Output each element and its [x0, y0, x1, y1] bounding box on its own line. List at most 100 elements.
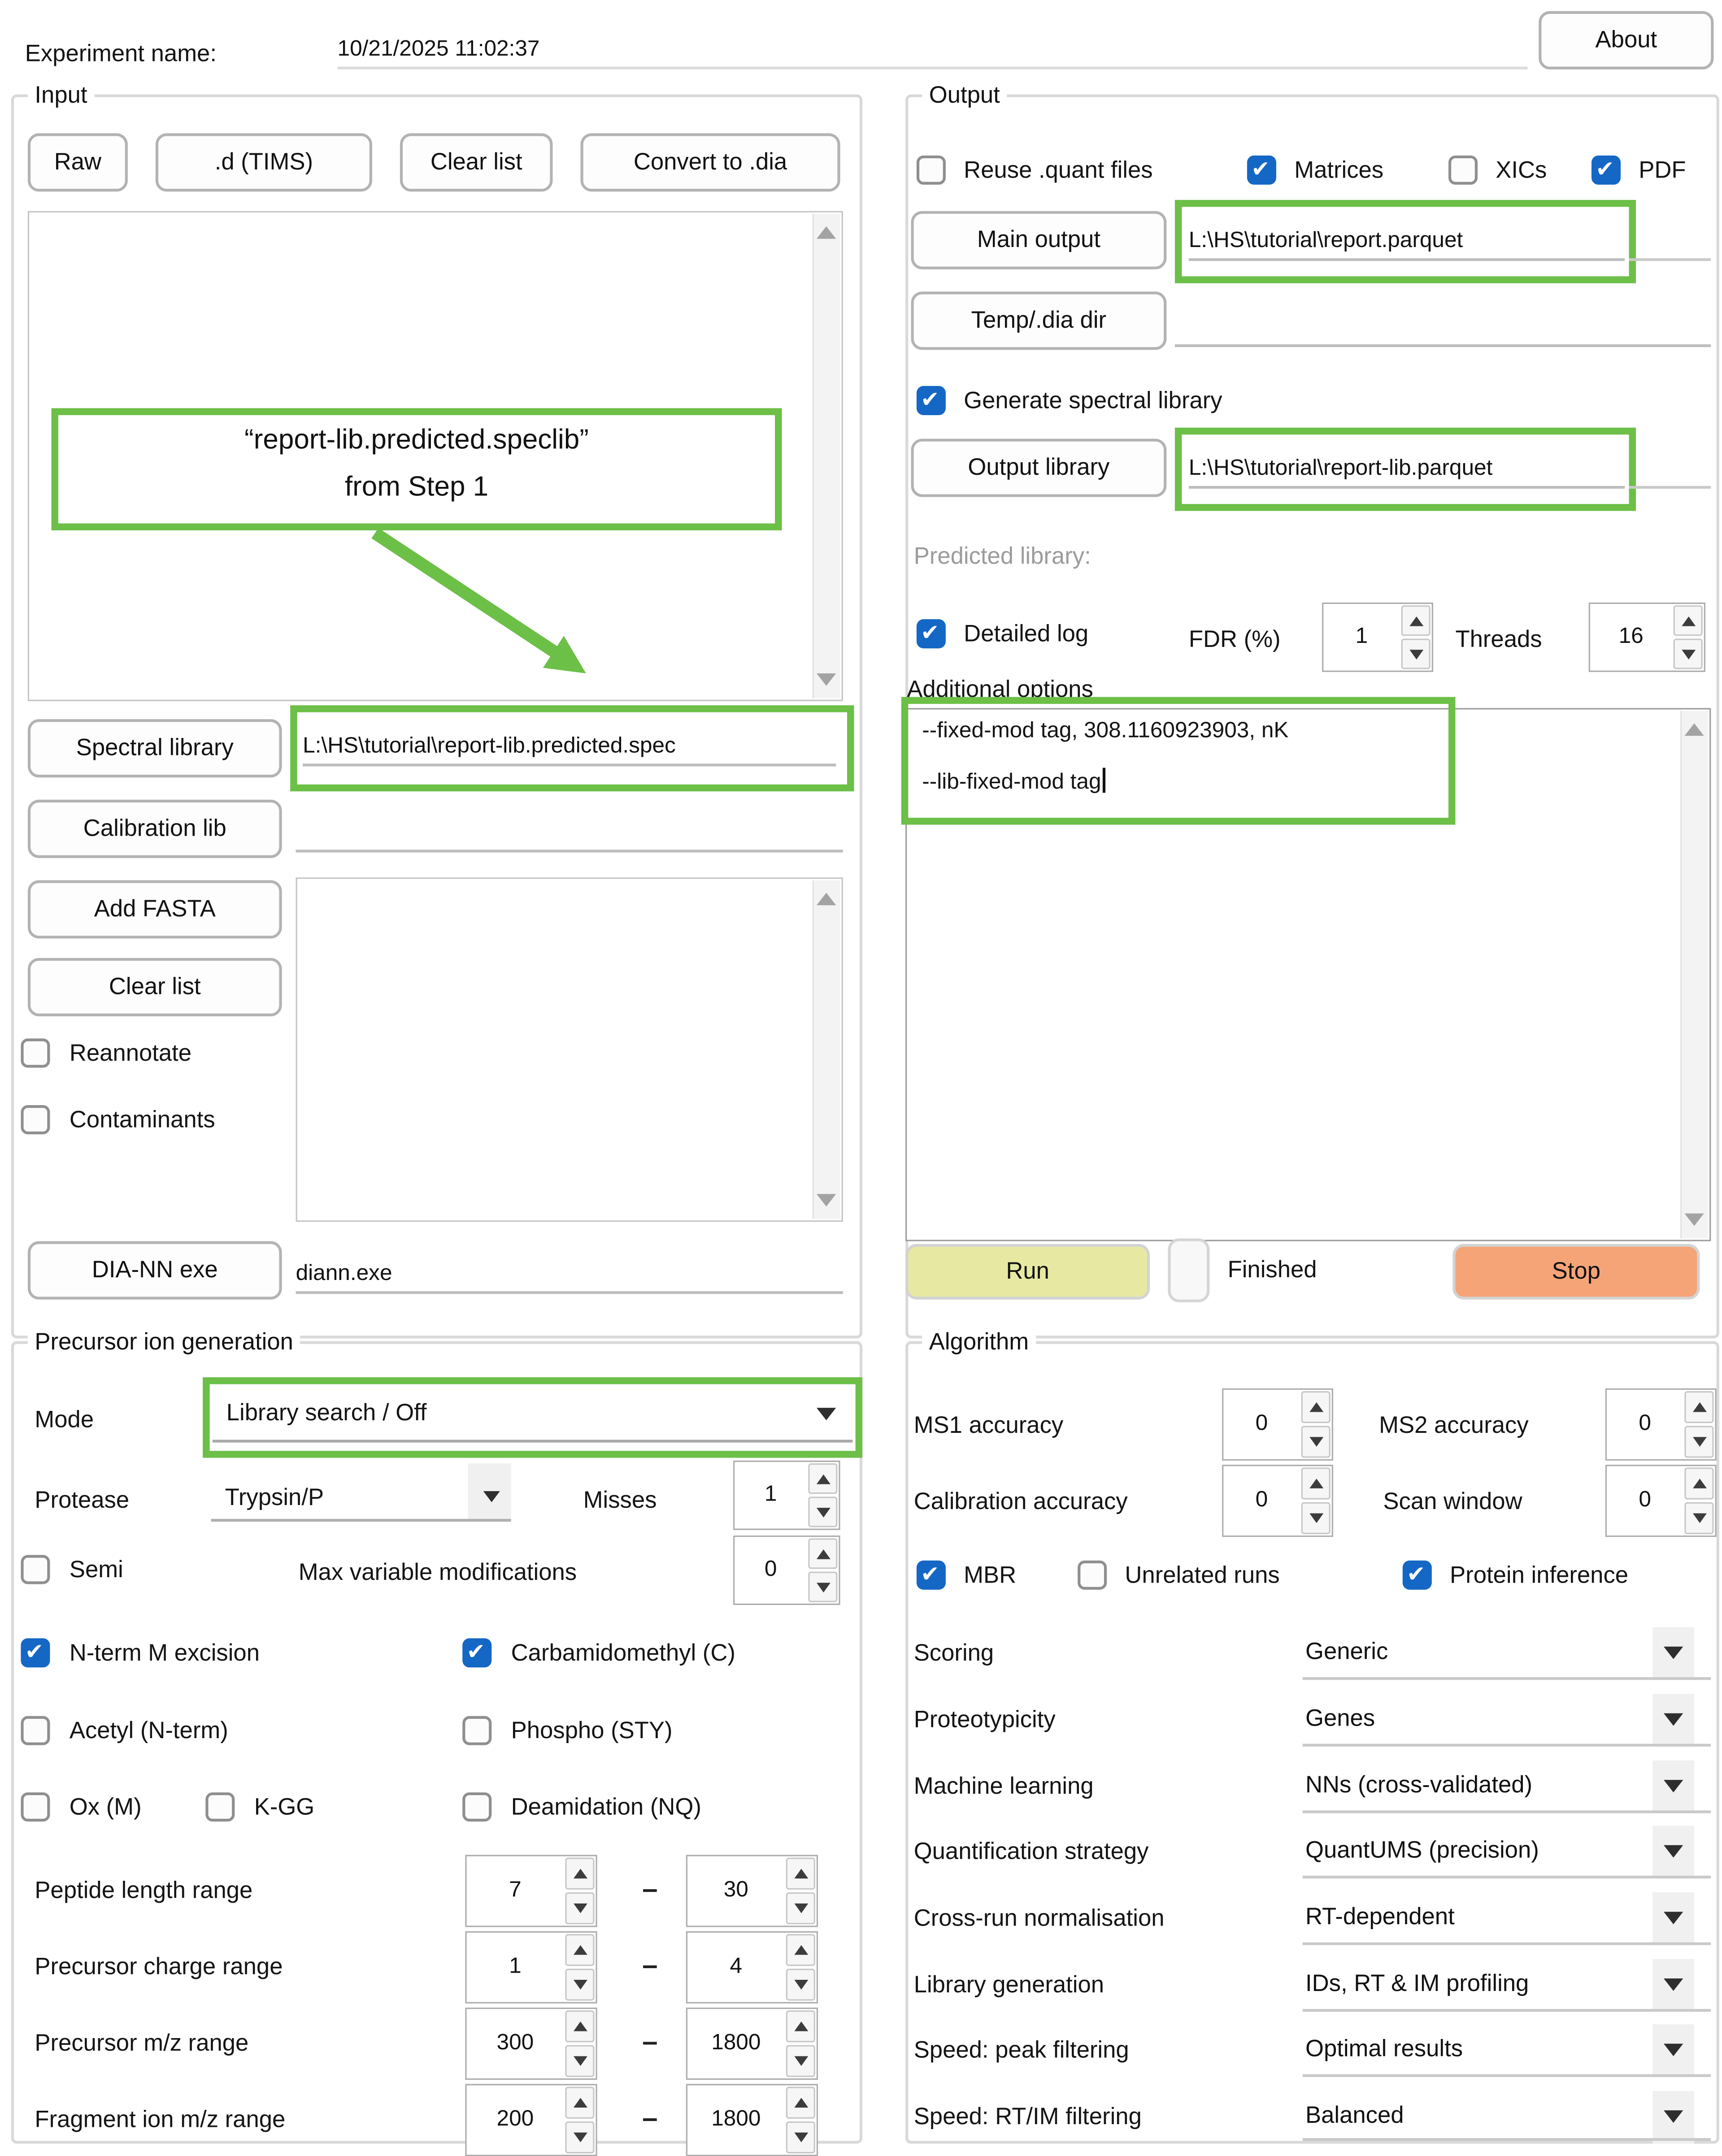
fasta-files-scrollbar[interactable]: [812, 880, 840, 1219]
spectral-library-input[interactable]: L:\HS\tutorial\report-lib.predicted.spec: [303, 722, 836, 767]
output-library-input[interactable]: L:\HS\tutorial\report-lib.parquet: [1188, 444, 1625, 489]
spinner-up-icon[interactable]: [786, 2087, 815, 2119]
spinner-up-icon[interactable]: [808, 1463, 838, 1494]
protein-inference-checkbox[interactable]: [1402, 1560, 1432, 1590]
threads-spinner[interactable]: 16: [1588, 603, 1705, 672]
library-generation-value[interactable]: IDs, RT & IM profiling: [1305, 1970, 1529, 1997]
fasta-files-list[interactable]: [296, 877, 843, 1222]
scoring-value[interactable]: Generic: [1305, 1638, 1388, 1665]
mode-dropdown[interactable]: Library search / Off: [212, 1387, 853, 1443]
spinner-down-icon[interactable]: [1401, 638, 1431, 669]
calibration-accuracy-spinner[interactable]: 0: [1222, 1465, 1333, 1537]
precursor-mz-min-spinner[interactable]: 300: [465, 2007, 597, 2080]
spinner-up-icon[interactable]: [565, 1857, 595, 1890]
diann-exe-button[interactable]: DIA-NN exe: [27, 1241, 282, 1300]
phospho-checkbox[interactable]: [462, 1716, 492, 1745]
xics-checkbox[interactable]: [1448, 155, 1478, 185]
scroll-up-icon[interactable]: [816, 226, 836, 239]
spinner-up-icon[interactable]: [808, 1538, 838, 1569]
spinner-down-icon[interactable]: [1684, 1426, 1714, 1458]
run-button[interactable]: Run: [905, 1244, 1150, 1300]
spinner-down-icon[interactable]: [786, 2121, 815, 2154]
main-output-input[interactable]: L:\HS\tutorial\report.parquet: [1188, 217, 1625, 261]
spinner-up-icon[interactable]: [1301, 1467, 1331, 1500]
reannotate-checkbox[interactable]: [21, 1038, 50, 1068]
generate-spectral-library-checkbox[interactable]: [916, 386, 946, 415]
contaminants-checkbox[interactable]: [21, 1105, 50, 1135]
calibration-lib-input[interactable]: [296, 805, 843, 853]
fragment-mz-max-spinner[interactable]: 1800: [686, 2084, 818, 2156]
max-var-mods-spinner[interactable]: 0: [733, 1536, 840, 1605]
ms1-accuracy-spinner[interactable]: 0: [1222, 1388, 1333, 1461]
spinner-down-icon[interactable]: [786, 1892, 815, 1925]
spinner-up-icon[interactable]: [1673, 605, 1703, 636]
carbamidomethyl-checkbox[interactable]: [462, 1638, 492, 1668]
reuse-quant-checkbox[interactable]: [916, 155, 946, 185]
pdf-checkbox[interactable]: [1591, 155, 1621, 185]
unrelated-runs-checkbox[interactable]: [1078, 1560, 1107, 1590]
spinner-down-icon[interactable]: [565, 1892, 595, 1925]
spinner-down-icon[interactable]: [565, 2045, 595, 2077]
detailed-log-checkbox[interactable]: [916, 619, 946, 649]
precursor-charge-max-spinner[interactable]: 4: [686, 1931, 818, 2004]
temp-dir-button[interactable]: Temp/.dia dir: [911, 291, 1167, 350]
fdr-spinner[interactable]: 1: [1322, 603, 1433, 672]
calibration-lib-button[interactable]: Calibration lib: [27, 799, 282, 858]
spinner-down-icon[interactable]: [565, 2121, 595, 2154]
spinner-up-icon[interactable]: [1401, 605, 1431, 636]
spinner-down-icon[interactable]: [786, 1969, 815, 2001]
spinner-up-icon[interactable]: [1301, 1391, 1331, 1423]
scroll-up-icon[interactable]: [1684, 723, 1704, 736]
scroll-down-icon[interactable]: [816, 673, 836, 686]
peptide-length-max-spinner[interactable]: 30: [686, 1855, 818, 1927]
about-button[interactable]: About: [1539, 11, 1714, 69]
diann-exe-input[interactable]: diann.exe: [296, 1247, 843, 1294]
stop-button[interactable]: Stop: [1452, 1244, 1700, 1300]
scroll-down-icon[interactable]: [1684, 1213, 1704, 1226]
cross-run-normalisation-value[interactable]: RT-dependent: [1305, 1903, 1455, 1930]
protease-dropdown[interactable]: Trypsin/P: [211, 1469, 511, 1522]
precursor-charge-min-spinner[interactable]: 1: [465, 1931, 597, 2004]
raw-button[interactable]: Raw: [27, 133, 128, 192]
nterm-m-excision-checkbox[interactable]: [21, 1638, 50, 1668]
spinner-down-icon[interactable]: [786, 2045, 815, 2077]
precursor-mz-max-spinner[interactable]: 1800: [686, 2007, 818, 2080]
ms2-accuracy-spinner[interactable]: 0: [1605, 1388, 1717, 1461]
spectral-library-button[interactable]: Spectral library: [27, 719, 282, 778]
spinner-up-icon[interactable]: [1684, 1467, 1714, 1500]
spinner-up-icon[interactable]: [786, 1934, 815, 1966]
convert-to-dia-button[interactable]: Convert to .dia: [580, 133, 840, 192]
spinner-up-icon[interactable]: [565, 2087, 595, 2119]
speed-peak-filtering-value[interactable]: Optimal results: [1305, 2035, 1463, 2062]
spinner-up-icon[interactable]: [565, 1934, 595, 1966]
d-tims-button[interactable]: .d (TIMS): [155, 133, 372, 192]
spinner-down-icon[interactable]: [808, 1497, 838, 1527]
spinner-up-icon[interactable]: [1684, 1391, 1714, 1423]
raw-files-scrollbar[interactable]: [812, 213, 840, 698]
additional-options-textarea[interactable]: [905, 708, 1711, 1241]
spinner-down-icon[interactable]: [1684, 1502, 1714, 1534]
experiment-name-input[interactable]: 10/21/2025 11:02:37: [337, 28, 1528, 69]
fragment-mz-min-spinner[interactable]: 200: [465, 2084, 597, 2156]
matrices-checkbox[interactable]: [1247, 155, 1276, 185]
scroll-down-icon[interactable]: [816, 1194, 836, 1207]
scan-window-spinner[interactable]: 0: [1605, 1465, 1717, 1537]
spinner-up-icon[interactable]: [565, 2010, 595, 2043]
main-output-button[interactable]: Main output: [911, 211, 1167, 269]
speed-rtim-filtering-value[interactable]: Balanced: [1305, 2102, 1404, 2129]
add-fasta-button[interactable]: Add FASTA: [27, 880, 282, 939]
scroll-up-icon[interactable]: [816, 893, 836, 906]
kgg-checkbox[interactable]: [205, 1792, 235, 1822]
spinner-down-icon[interactable]: [1301, 1426, 1331, 1458]
deamidation-checkbox[interactable]: [462, 1792, 492, 1822]
peptide-length-min-spinner[interactable]: 7: [465, 1855, 597, 1927]
semi-checkbox[interactable]: [21, 1555, 50, 1584]
output-library-button[interactable]: Output library: [911, 438, 1167, 497]
additional-options-scrollbar[interactable]: [1680, 711, 1709, 1239]
spinner-down-icon[interactable]: [1673, 638, 1703, 669]
clear-list-button[interactable]: Clear list: [400, 133, 553, 192]
spinner-up-icon[interactable]: [786, 2010, 815, 2043]
quantification-strategy-value[interactable]: QuantUMS (precision): [1305, 1837, 1539, 1863]
proteotypicity-value[interactable]: Genes: [1305, 1705, 1375, 1731]
mbr-checkbox[interactable]: [916, 1560, 946, 1590]
